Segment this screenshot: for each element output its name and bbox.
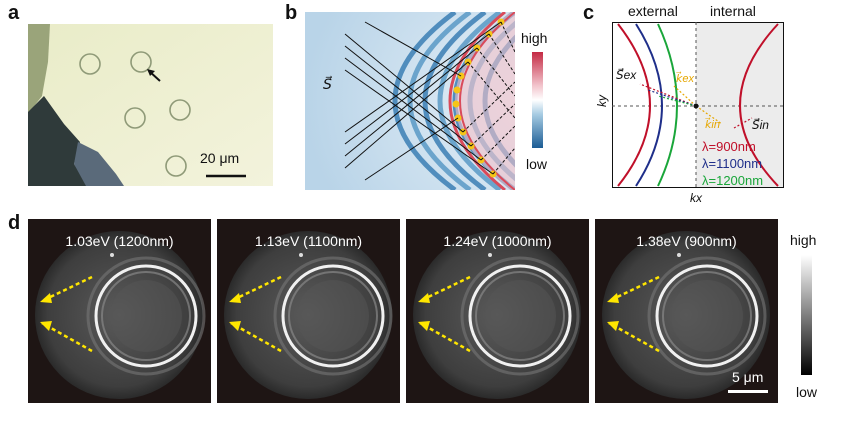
colorbar-d (801, 255, 812, 375)
s-in-label: S⃗in (752, 118, 769, 132)
s-ex-label: S⃗ex (616, 68, 637, 82)
kspace-diagram (612, 22, 784, 188)
pem-image (602, 231, 770, 399)
micrograph-panel-a: 20 μm (28, 24, 273, 186)
pem-image-tile: 1.13eV (1100nm) (217, 219, 400, 403)
k-in-label: k⃗in (705, 119, 720, 131)
pem-image-label: 1.03eV (1200nm) (65, 233, 174, 249)
pem-image-tile: 1.38eV (900nm) (595, 219, 778, 403)
pem-image-label: 1.13eV (1100nm) (254, 233, 363, 249)
colorbar-b-high: high (521, 30, 548, 46)
panel-letter-b: b (285, 2, 298, 24)
simulation-panel-b: S⃗ (305, 12, 515, 190)
scale-bar-a-label: 20 μm (200, 150, 240, 166)
micro-disk (169, 99, 191, 121)
micro-disk (79, 53, 101, 75)
axis-kx-label: kx (690, 191, 702, 205)
colorbar-d-high: high (790, 232, 817, 248)
poynting-vector-label: S⃗ (323, 76, 332, 92)
micro-disk (124, 107, 146, 129)
legend-entry-1100: λ=1100nm (702, 156, 763, 171)
legend-entry-1200: λ=1200nm (702, 173, 764, 188)
axis-ky-label: ky (595, 95, 609, 107)
colorbar-b-low: low (526, 156, 548, 172)
pem-image (224, 231, 393, 399)
panel-letter-d: d (8, 212, 21, 234)
legend-entry-900: λ=900nm (702, 139, 756, 154)
panel-letter-c: c (583, 2, 595, 24)
region-external-label: external (628, 3, 678, 19)
kspace-plot (612, 22, 784, 188)
pem-image (413, 231, 581, 399)
scale-bar-d-label: 5 μm (732, 369, 764, 385)
pem-image-tile: 1.24eV (1000nm) (406, 219, 589, 403)
micrograph-image (28, 24, 273, 186)
scale-bar-d (728, 390, 768, 393)
region-internal-label: internal (710, 3, 756, 19)
colorbar-b (532, 52, 543, 148)
wavelength-legend: λ=900nm λ=1100nm λ=1200nm (702, 138, 763, 189)
panel-letter-a: a (8, 2, 20, 24)
k-ex-label: k⃗ex (676, 73, 694, 85)
micro-disk (130, 51, 152, 73)
pem-image-label: 1.24eV (1000nm) (443, 233, 552, 249)
wave-field (305, 12, 515, 190)
micro-disk (165, 155, 187, 177)
colorbar-d-low: low (796, 384, 818, 400)
pem-image-tile: 1.03eV (1200nm) (28, 219, 211, 403)
pem-image-label: 1.38eV (900nm) (636, 233, 737, 249)
pem-image (35, 231, 206, 399)
